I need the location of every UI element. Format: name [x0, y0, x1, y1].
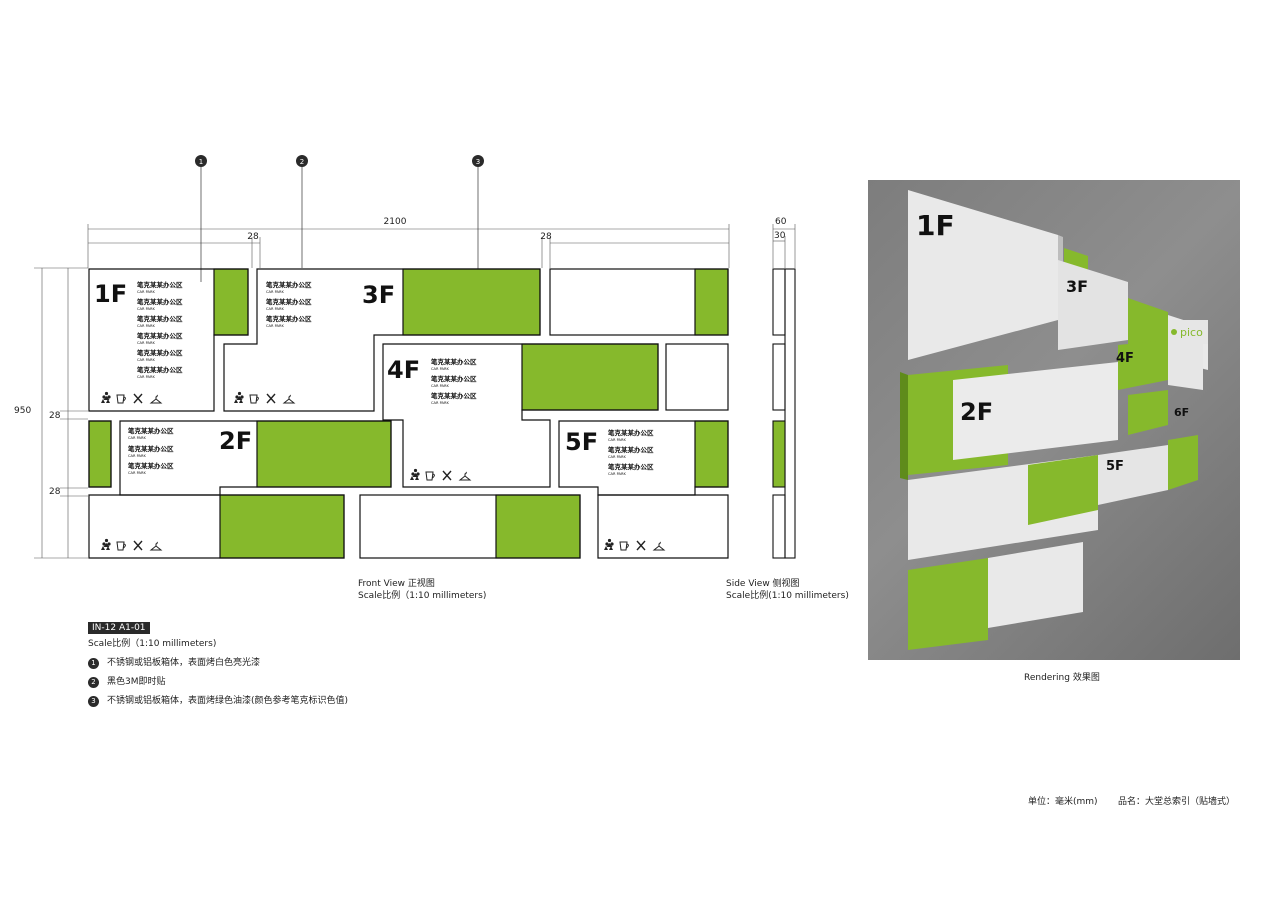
carpark-text: CAR PARK: [137, 290, 155, 294]
office-text: 笔克某某办公区: [266, 297, 312, 306]
carpark-text: CAR PARK: [608, 438, 626, 442]
legend: IN-12 A1-01 Scale比例（1:10 millimeters) 1 …: [88, 622, 348, 707]
callouts: [200, 167, 479, 282]
office-text: 笔克某某办公区: [137, 331, 183, 340]
office-text: 笔克某某办公区: [128, 426, 174, 435]
callout-2: 2: [300, 158, 304, 166]
footer-product: 品名：大堂总索引（贴墙式）: [1118, 797, 1236, 807]
render-brand-sign: pico: [1168, 320, 1208, 344]
dimension-lines: [34, 224, 796, 559]
office-text: 笔克某某办公区: [608, 428, 654, 437]
carpark-text: CAR PARK: [608, 455, 626, 459]
rendering-image: 1F 2F 3F 4F 5F 6F pico: [868, 180, 1240, 660]
dim-total-width: 2100: [384, 217, 407, 227]
floor-4f: 4F: [387, 356, 420, 384]
floor-2f: 2F: [219, 427, 252, 455]
carpark-text: CAR PARK: [137, 341, 155, 345]
carpark-text: CAR PARK: [137, 307, 155, 311]
office-text: 笔克某某办公区: [431, 374, 477, 383]
office-text: 笔克某某办公区: [266, 280, 312, 289]
floor-5f: 5F: [565, 428, 598, 456]
dim-gap-b: 28: [540, 232, 552, 242]
floor-1f: 1F: [94, 280, 127, 308]
side-view-scale: Scale比例(1:10 millimeters): [726, 591, 849, 601]
carpark-text: CAR PARK: [266, 307, 284, 311]
office-text: 笔克某某办公区: [137, 314, 183, 323]
carpark-text: CAR PARK: [128, 436, 146, 440]
front-view-title: Front View 正视图: [358, 579, 435, 589]
legend-scale: Scale比例（1:10 millimeters): [88, 639, 217, 649]
office-text: 笔克某某办公区: [431, 357, 477, 366]
office-text: 笔克某某办公区: [137, 280, 183, 289]
render-labels: 1F 2F 3F 4F 5F 6F: [916, 209, 1189, 474]
rendering-title: Rendering 效果图: [1024, 673, 1100, 683]
front-view-panels: [88, 268, 729, 559]
render-floor-6f: 6F: [1174, 406, 1189, 419]
carpark-text: CAR PARK: [266, 324, 284, 328]
dim-total-height: 950: [14, 406, 31, 416]
callout-markers: 1 2 3: [195, 155, 484, 167]
footer-unit: 单位：毫米(mm): [1028, 797, 1098, 807]
side-view-title: Side View 侧视图: [726, 579, 800, 589]
carpark-text: CAR PARK: [431, 367, 449, 371]
render-floor-4f: 4F: [1116, 351, 1134, 366]
dim-gap-c: 28: [49, 411, 61, 421]
office-text: 笔克某某办公区: [608, 445, 654, 454]
render-wall: [900, 190, 1208, 650]
callout-3: 3: [476, 158, 480, 166]
office-text: 笔克某某办公区: [608, 462, 654, 471]
carpark-text: CAR PARK: [137, 358, 155, 362]
office-text: 笔克某某办公区: [128, 444, 174, 453]
side-view: [772, 268, 796, 559]
carpark-text: CAR PARK: [431, 401, 449, 405]
carpark-text: CAR PARK: [266, 290, 284, 294]
legend-note-3: 3 不锈钢或铝板箱体，表面烤绿色油漆(颜色参考笔克标识色值): [88, 695, 348, 707]
office-text: 笔克某某办公区: [266, 314, 312, 323]
render-floor-1f: 1F: [916, 209, 955, 242]
drawing-code: IN-12 A1-01: [88, 622, 150, 634]
floor-3f: 3F: [362, 281, 395, 309]
office-text: 笔克某某办公区: [128, 461, 174, 470]
office-text: 笔克某某办公区: [137, 297, 183, 306]
callout-1: 1: [199, 158, 203, 166]
panel-labels: 1F 笔克某某办公区 笔克某某办公区 笔克某某办公区 笔克某某办公区 笔克某某办…: [94, 280, 654, 476]
dim-gap-a: 28: [247, 232, 259, 242]
render-floor-5f: 5F: [1106, 459, 1124, 474]
render-floor-3f: 3F: [1066, 277, 1088, 296]
carpark-text: CAR PARK: [431, 384, 449, 388]
brand-logo: pico: [1180, 326, 1203, 339]
office-text: 笔克某某办公区: [137, 348, 183, 357]
carpark-text: CAR PARK: [137, 375, 155, 379]
office-text: 笔克某某办公区: [137, 365, 183, 374]
render-floor-2f: 2F: [960, 398, 993, 426]
office-text: 笔克某某办公区: [431, 391, 477, 400]
dim-side-depth: 60: [775, 217, 787, 227]
carpark-text: CAR PARK: [608, 472, 626, 476]
carpark-text: CAR PARK: [137, 324, 155, 328]
dim-gap-d: 28: [49, 487, 61, 497]
front-view-scale: Scale比例（1:10 millimeters): [358, 591, 487, 601]
carpark-text: CAR PARK: [128, 471, 146, 475]
carpark-text: CAR PARK: [128, 454, 146, 458]
dimension-labels: 2100 28 28 950 28 28 60 30: [14, 217, 787, 497]
legend-note-2: 2 黑色3M即时贴: [88, 676, 348, 688]
legend-note-1: 1 不锈钢或铝板箱体，表面烤白色亮光漆: [88, 657, 348, 669]
dim-side-panel: 30: [774, 231, 786, 241]
